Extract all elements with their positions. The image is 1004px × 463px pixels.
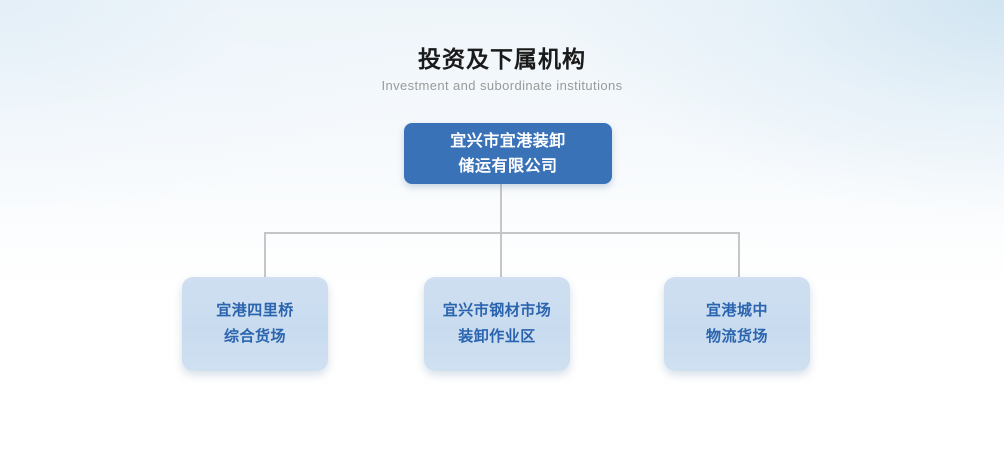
org-node-child-1-line-2: 综合货场 xyxy=(223,328,286,345)
connector-horizontal-bar xyxy=(264,232,740,234)
connector-drop-child-1 xyxy=(264,232,266,278)
connector-root-stem xyxy=(500,183,502,233)
org-node-child-1-line-1: 宜港四里桥 xyxy=(216,302,294,319)
connector-drop-child-3 xyxy=(738,232,740,278)
page-header: 投资及下属机构 Investment and subordinate insti… xyxy=(0,44,1004,95)
org-node-root[interactable]: 宜兴市宜港装卸 储运有限公司 xyxy=(404,123,612,184)
org-node-root-line-1: 宜兴市宜港装卸 xyxy=(450,132,566,150)
org-node-child-3[interactable]: 宜港城中 物流货场 xyxy=(664,277,810,371)
connector-drop-child-2 xyxy=(500,232,502,278)
page-title: 投资及下属机构 xyxy=(418,46,586,72)
org-node-child-1[interactable]: 宜港四里桥 综合货场 xyxy=(182,277,328,371)
org-node-child-3-line-2: 物流货场 xyxy=(705,328,768,345)
org-node-child-3-line-1: 宜港城中 xyxy=(705,302,768,319)
page-subtitle: Investment and subordinate institutions xyxy=(381,78,623,93)
org-node-root-line-2: 储运有限公司 xyxy=(458,157,558,175)
org-node-child-2-line-1: 宜兴市钢材市场 xyxy=(442,302,552,319)
org-node-child-2-line-2: 装卸作业区 xyxy=(458,328,536,345)
org-node-child-2[interactable]: 宜兴市钢材市场 装卸作业区 xyxy=(424,277,570,371)
